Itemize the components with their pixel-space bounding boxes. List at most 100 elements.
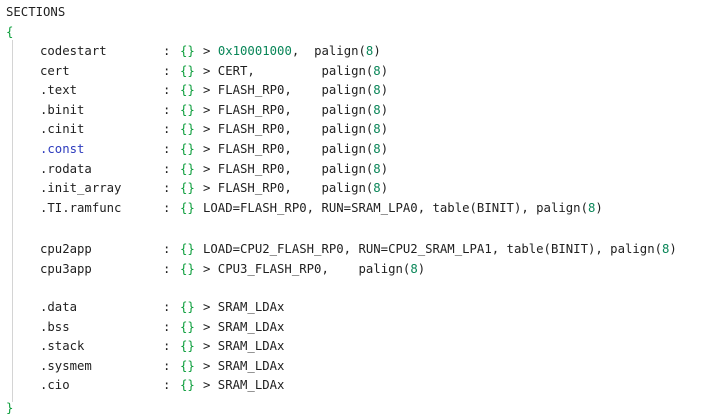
open-brace: { (6, 25, 14, 39)
empty-braces: {} (180, 358, 195, 373)
code-line: .TI.ramfunc:{}LOAD=FLASH_RP0, RUN=SRAM_L… (0, 198, 709, 218)
empty-braces: {} (180, 200, 195, 215)
paren-close: ) (380, 122, 389, 137)
code-line: .rodata:{}> FLASH_RP0, palign(8) (0, 159, 709, 179)
empty-braces: {} (180, 319, 195, 334)
align-value: 8 (373, 122, 381, 137)
section-placement: > FLASH_RP0, palign(8) (203, 139, 388, 159)
section-placement: > SRAM_LDAx (203, 356, 284, 376)
colon: : (163, 358, 171, 373)
placement-target: > FLASH_RP0, (203, 181, 292, 196)
address-value: 0x10001000 (217, 44, 292, 58)
code-line: .init_array:{}> FLASH_RP0, palign(8) (0, 178, 709, 198)
colon: : (163, 200, 171, 215)
colon: : (163, 339, 171, 354)
colon: : (163, 242, 171, 256)
colon: : (163, 102, 171, 117)
empty-braces: {} (180, 63, 195, 78)
empty-braces: {} (180, 242, 195, 256)
section-name: .cio (40, 378, 70, 393)
palign-call: palign( (321, 102, 374, 117)
colon: : (163, 378, 171, 393)
palign-call: palign( (314, 44, 366, 58)
section-name: .bss (40, 319, 70, 334)
palign-call: palign( (321, 142, 374, 156)
empty-braces: {} (180, 122, 195, 137)
colon: : (163, 63, 171, 78)
code-line: cpu3app:{}> CPU3_FLASH_RP0, palign(8) (0, 259, 709, 279)
empty-braces: {} (180, 142, 195, 156)
palign-call: palign( (321, 181, 374, 196)
palign-call: palign( (321, 122, 374, 137)
section-name: .data (40, 300, 78, 314)
align-value: 8 (373, 83, 381, 98)
empty-braces: {} (180, 44, 195, 58)
align-value: 8 (373, 63, 381, 78)
paren-close: ) (417, 261, 426, 276)
code-line: cert:{}> CERT, palign(8) (0, 61, 709, 81)
section-placement: > SRAM_LDAx (203, 336, 284, 356)
code-line: .binit:{}> FLASH_RP0, palign(8) (0, 100, 709, 120)
palign-call: palign( (358, 261, 411, 276)
section-name: .sysmem (40, 358, 92, 373)
padding (292, 142, 322, 156)
placement-target: > FLASH_RP0, (203, 102, 292, 117)
palign-call: palign( (321, 161, 374, 176)
placement-text: > SRAM_LDAx (203, 319, 285, 334)
padding (292, 103, 322, 117)
paren-close: ) (380, 161, 389, 176)
code-line: .stack:{}> SRAM_LDAx (0, 336, 709, 356)
section-placement: > CPU3_FLASH_RP0, palign(8) (203, 259, 425, 279)
placement-target: > FLASH_RP0, (203, 161, 292, 176)
section-name: .binit (40, 102, 85, 117)
section-placement: > FLASH_RP0, palign(8) (203, 80, 388, 100)
section-placement: > CERT, palign(8) (203, 61, 388, 81)
padding (329, 262, 359, 276)
code-line: .sysmem: {} > SRAM_LDAx (0, 356, 709, 376)
section-name: .stack (40, 339, 85, 354)
section-name: codestart (40, 44, 107, 58)
colon: : (163, 142, 171, 156)
section-name: cpu2app (40, 242, 92, 256)
paren-close: ) (380, 83, 389, 98)
align-value: 8 (373, 102, 381, 117)
section-name: .text (40, 83, 78, 98)
padding (292, 83, 322, 97)
placement-text: > SRAM_LDAx (203, 339, 285, 354)
placement-target: > (203, 44, 218, 58)
padding (292, 122, 322, 136)
placement-text: LOAD=CPU2_FLASH_RP0, RUN=CPU2_SRAM_LPA1,… (203, 242, 663, 256)
colon: : (163, 44, 171, 58)
palign-call: palign( (321, 83, 374, 98)
sections-keyword: SECTIONS (6, 5, 66, 19)
align-value: 8 (587, 200, 596, 215)
code-line: .data:{}> SRAM_LDAx (0, 297, 709, 317)
paren-close: ) (380, 63, 389, 78)
code-line: .cinit:{}> FLASH_RP0, palign(8) (0, 119, 709, 139)
padding (255, 64, 322, 78)
colon: : (163, 83, 171, 98)
section-placement: > FLASH_RP0, palign(8) (203, 159, 388, 179)
empty-braces: {} (180, 181, 195, 196)
placement-target: > FLASH_RP0, (203, 142, 292, 156)
paren-close: ) (380, 142, 389, 156)
section-placement: > SRAM_LDAx (203, 297, 284, 317)
empty-braces: {} (180, 83, 195, 98)
paren-close: ) (380, 102, 389, 117)
code-line: .bss:{}> SRAM_LDAx (0, 317, 709, 337)
paren-close: ) (373, 44, 381, 58)
colon: : (163, 261, 171, 276)
placement-text: LOAD=FLASH_RP0, RUN=SRAM_LPA0, table(BIN… (203, 200, 588, 215)
placement-text: > SRAM_LDAx (203, 300, 285, 314)
align-value: 8 (662, 242, 670, 256)
paren-close: ) (595, 200, 603, 215)
colon: : (163, 181, 171, 196)
close-brace: } (6, 401, 14, 415)
indent-guide (12, 40, 13, 402)
placement-target: > FLASH_RP0, (203, 122, 292, 137)
align-value: 8 (373, 161, 381, 176)
code-line: cpu2app: {} LOAD=CPU2_FLASH_RP0, RUN=CPU2_… (0, 239, 709, 259)
paren-close: ) (380, 181, 389, 196)
section-name: .cinit (40, 122, 85, 137)
